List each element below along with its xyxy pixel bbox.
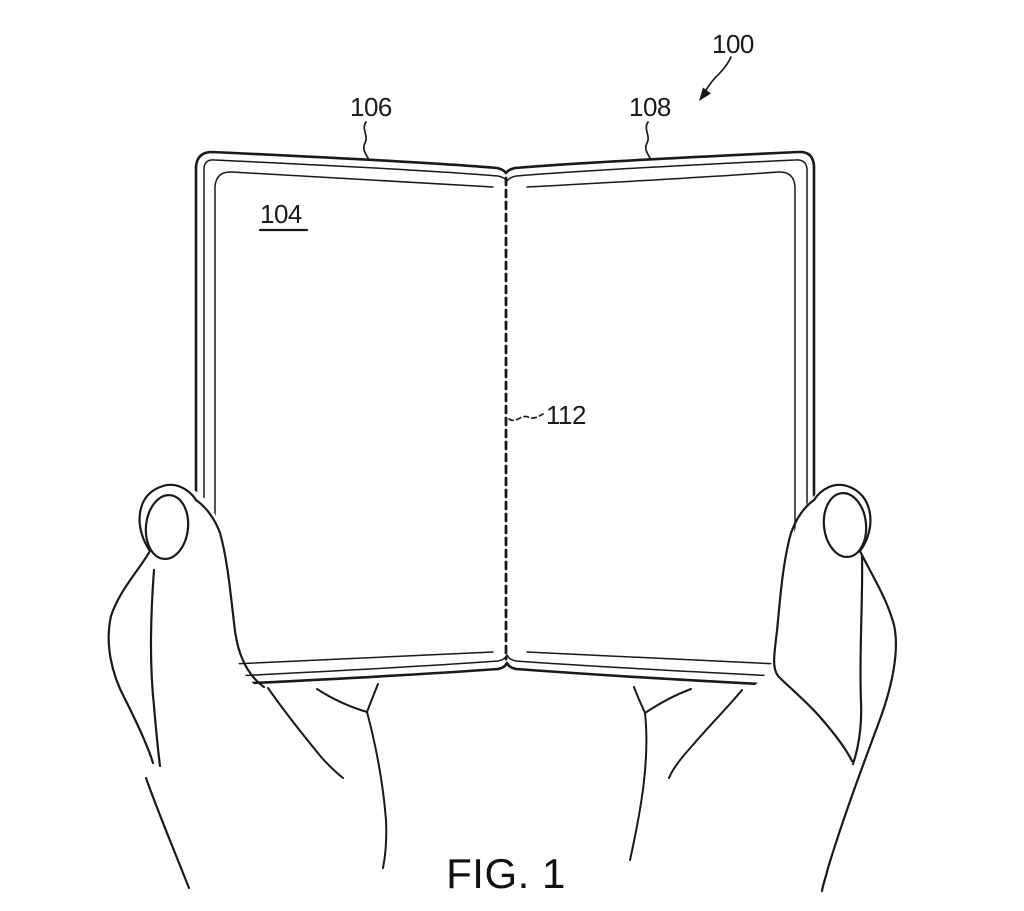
left-screen-bezel <box>214 171 494 665</box>
label-112: 112 <box>546 400 586 430</box>
right-thumb-and-palm-outline <box>812 483 897 893</box>
right-finger-1 <box>629 686 648 861</box>
label-108: 108 <box>629 92 671 122</box>
left-finger-1 <box>267 687 344 779</box>
left-finger-web-curve <box>316 688 368 713</box>
left-thumb-and-palm-outline <box>107 483 198 765</box>
left-wrist-crease <box>149 568 162 768</box>
right-screen-bezel <box>526 171 796 665</box>
label-104: 104 <box>260 199 302 229</box>
foldable-device-drawing <box>194 150 816 688</box>
left-finger-web-drop <box>366 683 379 713</box>
left-hand <box>107 483 388 911</box>
left-hand-fill <box>114 485 282 911</box>
left-finger-2 <box>366 711 388 869</box>
label-106-leader <box>362 121 369 159</box>
right-finger-web-curve <box>644 688 692 714</box>
left-thumb-inner-edge <box>194 498 266 689</box>
label-100: 100 <box>712 29 754 59</box>
label-106: 106 <box>350 92 392 122</box>
left-thumbnail <box>144 493 190 561</box>
right-hand-fill <box>734 485 902 911</box>
label-108-leader <box>644 121 651 159</box>
figure-caption: FIG. 1 <box>446 850 566 897</box>
right-hand <box>629 483 902 911</box>
left-wrist-outline <box>144 776 191 890</box>
right-thumbnail <box>822 491 868 559</box>
right-wrist-crease <box>851 555 864 766</box>
reference-annotations: 100 104 106 108 112 <box>258 29 754 430</box>
label-100-arrowhead <box>699 87 711 101</box>
right-thumb-inner-edge <box>773 498 854 763</box>
right-finger-2 <box>668 689 743 779</box>
label-100-arrow-line <box>703 56 732 94</box>
label-112-leader <box>508 413 544 422</box>
